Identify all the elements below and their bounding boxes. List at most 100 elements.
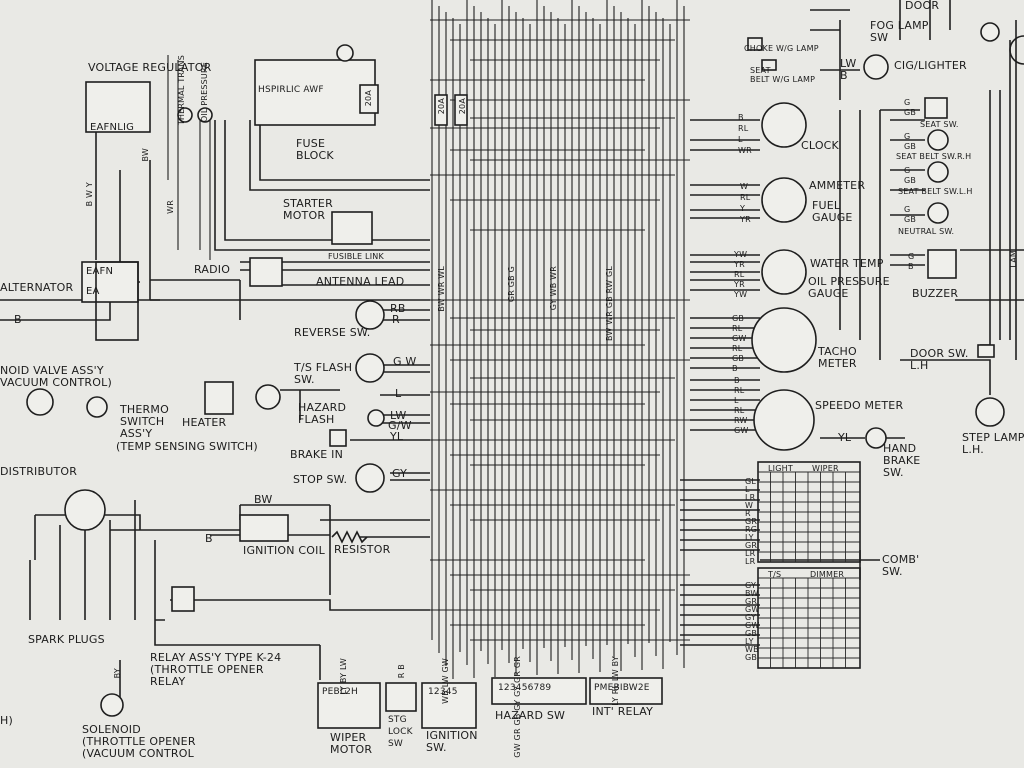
fuse-block-box: [254, 59, 376, 126]
alternator-pins-bottom: EA: [86, 286, 100, 297]
door-partial-label: DOOR: [905, 0, 940, 12]
wire-code-lw-cig: LW B: [840, 57, 857, 82]
wire-codes-ign: WB LW GW: [441, 658, 450, 704]
stg-lock-box: [385, 682, 417, 712]
wire-code-wr: WR: [166, 200, 175, 214]
left-wiring: [0, 55, 430, 700]
wire-codes-comb-1: GL L LR W R GR RG LY GR LR LR: [745, 477, 758, 566]
wire-codes-column-c: GY WB WR: [549, 266, 558, 311]
wire-code-g-w: G/W: [388, 419, 412, 432]
ammeter-label: AMMETER: [809, 179, 866, 192]
antenna-lead-label: ANTENNA LEAD: [316, 275, 405, 288]
wiper-motor-box: [317, 682, 381, 729]
reverse-sw-label: REVERSE SW.: [294, 326, 371, 339]
wire-codes-int-relay: LY RL LW BY: [611, 656, 620, 706]
lamp-partial-label: LAM: [1009, 250, 1018, 268]
ignition-coil-label: IGNITION COIL: [243, 544, 325, 557]
int-relay-label: INT' RELAY: [592, 705, 654, 718]
brake-in-label: BRAKE IN: [290, 448, 344, 461]
choke-lamp-label: CHOKE W/G LAMP: [744, 44, 819, 53]
wire-code-yl-hand: YL: [838, 431, 852, 444]
heater-box: [204, 381, 234, 415]
seat-belt-sw-lh-label: SEAT BELT SW.L.H: [898, 187, 973, 196]
wire-codes-column-b: GR GB G: [507, 266, 516, 303]
seat-belt-lamp-label: SEAT BELT W/G LAMP: [750, 66, 816, 84]
alternator-frame: [95, 261, 139, 341]
seat-belt-sw-rh-label: SEAT BELT SW.R.H: [896, 152, 972, 161]
wire-code-rb: RB: [390, 302, 406, 315]
wire-codes-wiper: LY BY LW: [339, 658, 348, 695]
thermo-switch-label: THERMO SWITCH ASS'Y: [120, 403, 169, 440]
speedo-meter-symbol: [753, 389, 815, 451]
wire-codes-seat: G GB: [904, 98, 917, 117]
fuse-20a-2: 20A: [458, 98, 467, 115]
wire-codes-ammeter: W RL Y YR: [740, 182, 751, 224]
solenoid-valve-label: NOID VALVE ASS'Y VACUUM CONTROL): [0, 364, 112, 389]
h-partial-label: H): [0, 714, 13, 727]
voltage-regulator-label: VOLTAGE REGULATOR: [88, 61, 212, 74]
clock-symbol: [761, 102, 807, 148]
voltage-regulator-pins: EAFNLIG: [90, 122, 135, 133]
wire-code-l: L: [395, 387, 402, 400]
stop-sw-label: STOP SW.: [293, 473, 348, 486]
wire-codes-tacho: GB RL GW RL GB B: [732, 314, 747, 373]
tacho-meter-label: TACHO METER: [818, 345, 857, 370]
wire-code-b-coil: B: [205, 532, 213, 545]
wire-code-gy: GY: [392, 467, 408, 480]
fuse-top-pins: HSPIRLIC AWF: [258, 85, 324, 95]
ignition-sw-label: IGNITION SW.: [426, 729, 478, 754]
hazard-pins: 123456789: [498, 683, 552, 693]
wire-codes-water-temp: YW YR RL YR YW: [734, 250, 748, 299]
tacho-meter-symbol: [751, 307, 817, 373]
int-relay-box: [589, 677, 663, 705]
harness-horizontal-wires: [430, 19, 690, 641]
hazard-flash-symbol: [367, 409, 385, 427]
ignition-pins: 12345: [428, 687, 458, 697]
wiper-pins: PEBL2H: [322, 687, 358, 697]
wire-codes-speedo: B RL L RL RW GW: [734, 376, 749, 435]
ammeter-symbol: [761, 177, 807, 223]
wire-codes-buzzer: G B: [908, 252, 915, 271]
relay-box: [171, 586, 195, 612]
resistor-label: RESISTOR: [334, 543, 391, 556]
wire-codes-column-d: BW WR GB RW GL: [605, 266, 614, 342]
wiper-motor-label: WIPER MOTOR: [330, 731, 373, 756]
spark-plugs-label: SPARK PLUGS: [28, 633, 105, 646]
oil-pressure-gauge-label: OIL PRESSURE GAUGE: [808, 275, 890, 300]
alternator-label: ALTERNATOR: [0, 281, 74, 294]
step-lamp-label: STEP LAMP L.H.: [962, 431, 1024, 456]
wire-codes-stg: R B: [397, 664, 406, 679]
ts-header: T/S: [768, 570, 782, 579]
water-temp-label: WATER TEMP: [810, 257, 884, 270]
wire-codes-seat-3: G GB: [904, 166, 917, 185]
cig-lighter-label: CIG/LIGHTER: [894, 59, 967, 72]
light-header: LIGHT: [768, 464, 793, 473]
starter-motor-box: [331, 211, 373, 245]
hazard-sw-box: [491, 677, 587, 705]
fuse-20a-1: 20A: [437, 98, 446, 115]
components-graphics: [26, 22, 1024, 729]
radio-label: RADIO: [194, 263, 231, 276]
wire-code-bwy: B W Y: [85, 182, 94, 207]
wire-code-r: R: [392, 313, 400, 326]
alternator-pins-top: EAFN: [86, 266, 114, 277]
fog-lamp-sw-label: FOG LAMP SW: [870, 19, 929, 44]
buzzer-box: [927, 249, 957, 279]
distributor-label: DISTRIBUTOR: [0, 465, 78, 478]
oil-pressure-sw-label: OIL PRESSURE: [200, 62, 209, 123]
clock-label: CLOCK: [801, 139, 839, 152]
speedo-meter-label: SPEEDO METER: [815, 399, 904, 412]
wire-codes-neutral: G GB: [904, 205, 917, 224]
wire-code-yl: YL: [390, 430, 404, 443]
seat-sw-label: SEAT SW.: [920, 120, 959, 129]
neutral-sw-label: NEUTRAL SW.: [898, 227, 955, 236]
wire-codes-column-a: BW WR WL: [437, 266, 446, 312]
temp-sensing-label: (TEMP SENSING SWITCH): [116, 440, 258, 453]
wire-code-gw: G W: [393, 355, 417, 368]
relay-label: RELAY ASS'Y TYPE K-24 (THROTTLE OPENER R…: [150, 651, 282, 688]
buzzer-label: BUZZER: [912, 287, 959, 300]
wire-codes-seat-2: G GB: [904, 132, 917, 151]
hand-brake-sw-label: HAND BRAKE SW.: [883, 442, 921, 479]
solenoid-symbol: [100, 693, 124, 717]
